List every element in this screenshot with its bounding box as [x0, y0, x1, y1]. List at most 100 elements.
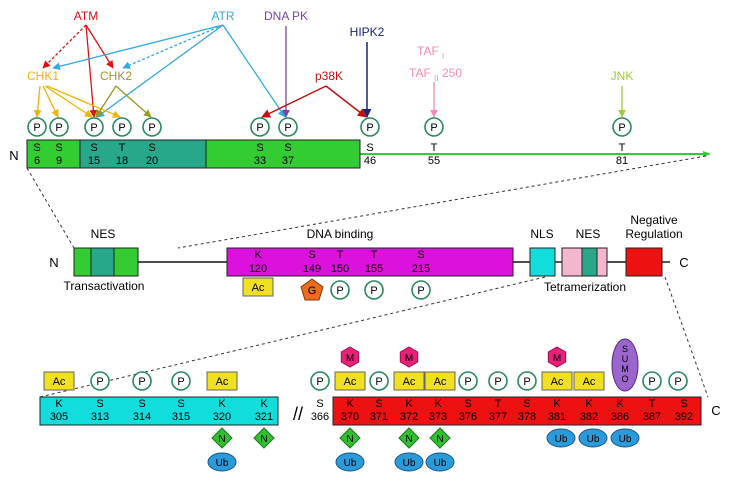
top-site-aa-18: T — [119, 142, 126, 154]
bottom-acetyl-k320-label: Ac — [216, 376, 229, 388]
kinase-taf2: TAF — [409, 66, 431, 80]
bottom-acetyl-k382-label: Ac — [583, 376, 596, 388]
bottom-phospho-s378 — [517, 371, 537, 391]
mid-phospho-s215 — [411, 280, 431, 300]
bottom-site-num-371: 371 — [370, 411, 388, 423]
bottom-site-num-382: 382 — [580, 411, 598, 423]
arrow-chk2-s20 — [115, 85, 152, 118]
bottom-c-terminus: C — [711, 403, 720, 418]
top-phospho-18 — [112, 117, 132, 137]
top-site-aa-55: T — [431, 142, 438, 154]
kinase-atr: ATR — [211, 9, 234, 23]
top-site-aa-20: S — [148, 142, 155, 154]
kinase-chk2: CHK2 — [100, 69, 132, 83]
mid-negreg-label-2: Regulation — [625, 227, 682, 241]
bottom-methyl-k381-label: M — [553, 353, 561, 364]
bottom-acetyl-k370 — [334, 371, 366, 391]
bottom-methyl-k372-label: M — [405, 353, 413, 364]
bottom-phospho-s366 — [310, 371, 330, 391]
bottom-phospho-s371-label: P — [375, 376, 382, 388]
arrow-atm-chk1 — [42, 24, 87, 69]
bottom-neddyl-k372-label: N — [405, 434, 412, 445]
bottom-site-aa-387: T — [649, 398, 656, 410]
bottom-acetyl-k372 — [393, 371, 425, 391]
bottom-ubiq-k320 — [207, 452, 237, 472]
bottom-ubiq-k320-label: Ub — [216, 458, 229, 469]
top-site-num-9: 9 — [56, 155, 62, 167]
bottom-phospho-s366-label: P — [316, 376, 323, 388]
bottom-site-aa-378: S — [523, 398, 530, 410]
bottom-site-num-386: 386 — [611, 411, 629, 423]
top-phospho-9-label: P — [55, 122, 62, 134]
bottom-phospho-s315 — [171, 371, 191, 391]
bottom-phospho-s314 — [132, 371, 152, 391]
bottom-site-num-314: 314 — [133, 411, 151, 423]
top-phospho-55 — [424, 117, 444, 137]
arrow-p38k-s33 — [261, 85, 327, 118]
bottom-ubiq-k386-label: Ub — [619, 434, 632, 445]
kinase-atm: ATM — [74, 9, 98, 23]
bottom-acetyl-k373-label: Ac — [434, 376, 447, 388]
mid-n-terminus: N — [49, 255, 58, 270]
top-site-aa-9: S — [55, 142, 62, 154]
top-site-num-6: 6 — [34, 155, 40, 167]
bottom-phospho-s315-label: P — [177, 376, 184, 388]
bottom-neddyl-k373-label: N — [436, 434, 443, 445]
top-site-num-15: 15 — [88, 155, 100, 167]
mid-site-num-155: 155 — [365, 263, 383, 275]
bottom-phospho-s371 — [369, 371, 389, 391]
mid-dna-binding-domain — [226, 247, 514, 277]
top-teal-segment — [79, 139, 207, 169]
bottom-neddyl-k370-label: N — [346, 434, 353, 445]
kinase-chk1: CHK1 — [27, 69, 59, 83]
mid-negreg-label-1: Negative — [630, 213, 678, 227]
top-site-aa-37: S — [284, 142, 291, 154]
arrow-atr-s37 — [222, 24, 286, 118]
bottom-acetyl-k373 — [424, 371, 456, 391]
top-site-num-81: 81 — [616, 155, 628, 167]
bottom-ubiq-k372 — [394, 452, 424, 472]
bottom-site-aa-371: S — [375, 398, 382, 410]
bottom-neddyl-k373 — [429, 427, 451, 449]
mid-site-aa-155: T — [371, 249, 378, 261]
bottom-ubiq-k382 — [578, 428, 608, 448]
mid-phospho-t155 — [364, 280, 384, 300]
bottom-methyl-k370-label: M — [346, 353, 354, 364]
bottom-ubiq-k372-label: Ub — [403, 458, 416, 469]
kinase-taf1-sub: I — [442, 52, 444, 61]
mid-nes2-label: NES — [576, 227, 601, 241]
mid-c-terminus: C — [679, 255, 688, 270]
bottom-phospho-s313 — [90, 371, 110, 391]
bottom-phospho-s378-label: P — [523, 376, 530, 388]
top-phospho-15 — [84, 117, 104, 137]
bottom-acetyl-k305 — [43, 371, 75, 391]
mid-site-num-215: 215 — [412, 263, 430, 275]
bottom-acetyl-k320 — [206, 371, 238, 391]
zoom-line-mid-left — [39, 276, 546, 398]
bottom-site-aa-320: K — [218, 398, 226, 410]
bottom-ubiq-k382-label: Ub — [587, 434, 600, 445]
bottom-site-aa-321: K — [260, 398, 268, 410]
top-site-aa-81: T — [619, 142, 626, 154]
bottom-ubiq-k373 — [425, 452, 455, 472]
bottom-acetyl-k372-label: Ac — [403, 376, 416, 388]
zoom-line-top-right — [177, 155, 707, 249]
arrow-atm-s15 — [85, 24, 98, 118]
bottom-site-aa-373: K — [434, 398, 442, 410]
bottom-site-aa-313: S — [96, 398, 103, 410]
top-tail-arrow — [703, 151, 711, 157]
top-phospho-55-label: P — [430, 122, 437, 134]
bottom-neddyl-k370 — [339, 427, 361, 449]
bottom-neddyl-k320-label: N — [218, 434, 225, 445]
bottom-site-num-370: 370 — [341, 411, 359, 423]
bottom-site-num-373: 373 — [429, 411, 447, 423]
arrow-atr-s15 — [96, 24, 224, 118]
bottom-phospho-t387 — [642, 371, 662, 391]
top-phospho-33-label: P — [256, 122, 263, 134]
top-site-num-37: 37 — [282, 155, 294, 167]
mid-site-aa-150: T — [337, 249, 344, 261]
mid-site-num-120: 120 — [249, 263, 267, 275]
bottom-site-aa-366: S — [316, 398, 323, 410]
